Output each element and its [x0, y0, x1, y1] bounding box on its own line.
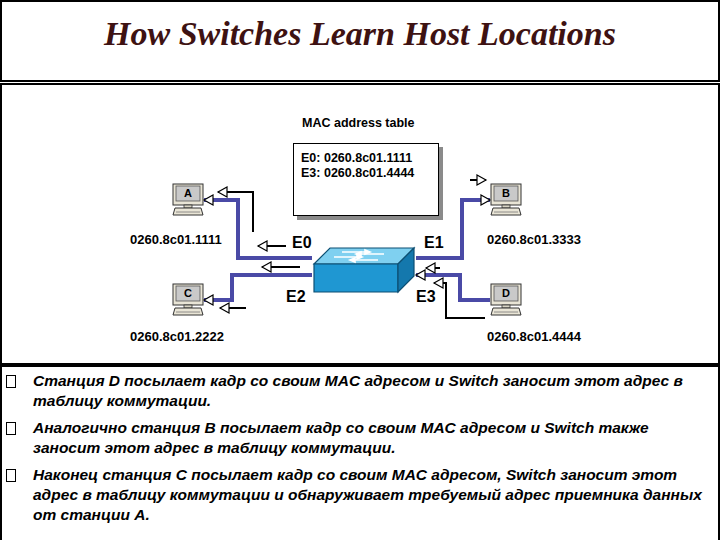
host-letter: A — [176, 186, 200, 200]
keyboard-edge — [176, 312, 200, 313]
switch-arrows — [334, 250, 384, 262]
flood-arrow — [258, 245, 286, 247]
flood-arrow — [470, 179, 486, 181]
title-host: How Switches Learn Host Locations — [0, 12, 720, 56]
monitor-case — [173, 184, 203, 205]
monitor-case — [173, 284, 203, 305]
switch-arrow — [350, 258, 378, 262]
host-letter: D — [494, 286, 518, 300]
host-computer: C0260.8c01.2222 — [172, 283, 204, 317]
mac-table: MAC address tableE0: 0260.8c01.1111E3: 0… — [293, 116, 439, 216]
monitor-screen — [494, 186, 518, 201]
host-computer: D0260.8c01.4444 — [490, 283, 522, 317]
mac-address: 0260.8c01.3333 — [487, 232, 581, 248]
note-text: Станция D посылает кадр со своим MAC адр… — [33, 371, 715, 411]
source-arrow — [434, 283, 485, 318]
switch-arrow — [356, 252, 384, 256]
mac-address: 0260.8c01.2222 — [130, 329, 224, 345]
host-letter: C — [176, 286, 200, 300]
switch-arrow — [334, 255, 362, 259]
flood-arrow — [426, 267, 440, 269]
host-letter: B — [494, 186, 518, 200]
port-label: E1 — [424, 234, 444, 252]
monitor-screen — [494, 286, 518, 301]
computer-base — [173, 208, 203, 215]
monitor-screen — [176, 186, 200, 201]
computer-base — [491, 308, 521, 315]
port-label: E3 — [416, 288, 436, 306]
switch-icon — [312, 246, 416, 294]
switch-front — [314, 264, 398, 292]
monitor-case — [491, 284, 521, 305]
switch-side — [398, 248, 414, 292]
monitor-screen — [176, 286, 200, 301]
host-computer: B0260.8c01.3333 — [490, 183, 522, 217]
switch: E0E1E2E3 — [312, 246, 416, 294]
monitor-case — [491, 184, 521, 205]
flood-arrow — [218, 192, 253, 232]
notes-list: Станция D посылает кадр со своим MAC адр… — [33, 371, 715, 532]
keyboard-edge — [176, 212, 200, 213]
table-heading: MAC address table — [302, 116, 439, 130]
port-label: E0 — [292, 234, 312, 252]
note-text: Наконец станция C посылает кадр со своим… — [33, 465, 715, 525]
diagram-title: How Switches Learn Host Locations — [104, 15, 616, 52]
computer-base — [491, 208, 521, 215]
host-computer: A0260.8c01.1111 — [172, 183, 204, 217]
keyboard-edge — [494, 212, 518, 213]
mac-address: 0260.8c01.1111 — [130, 232, 222, 248]
flood-arrow — [220, 307, 246, 309]
table-row: E0: 0260.8c01.1111 — [301, 151, 431, 166]
keyboard-edge — [494, 312, 518, 313]
mac-address: 0260.8c01.4444 — [487, 329, 581, 345]
switch-top — [314, 248, 414, 264]
computer-base — [173, 308, 203, 315]
note-text: Аналогично станция B посылает кадр со св… — [33, 418, 715, 458]
table-row: E3: 0260.8c01.4444 — [301, 166, 431, 181]
table-box: E0: 0260.8c01.1111E3: 0260.8c01.4444 — [293, 143, 439, 216]
flood-arrow — [262, 266, 300, 268]
port-label: E2 — [286, 288, 306, 306]
